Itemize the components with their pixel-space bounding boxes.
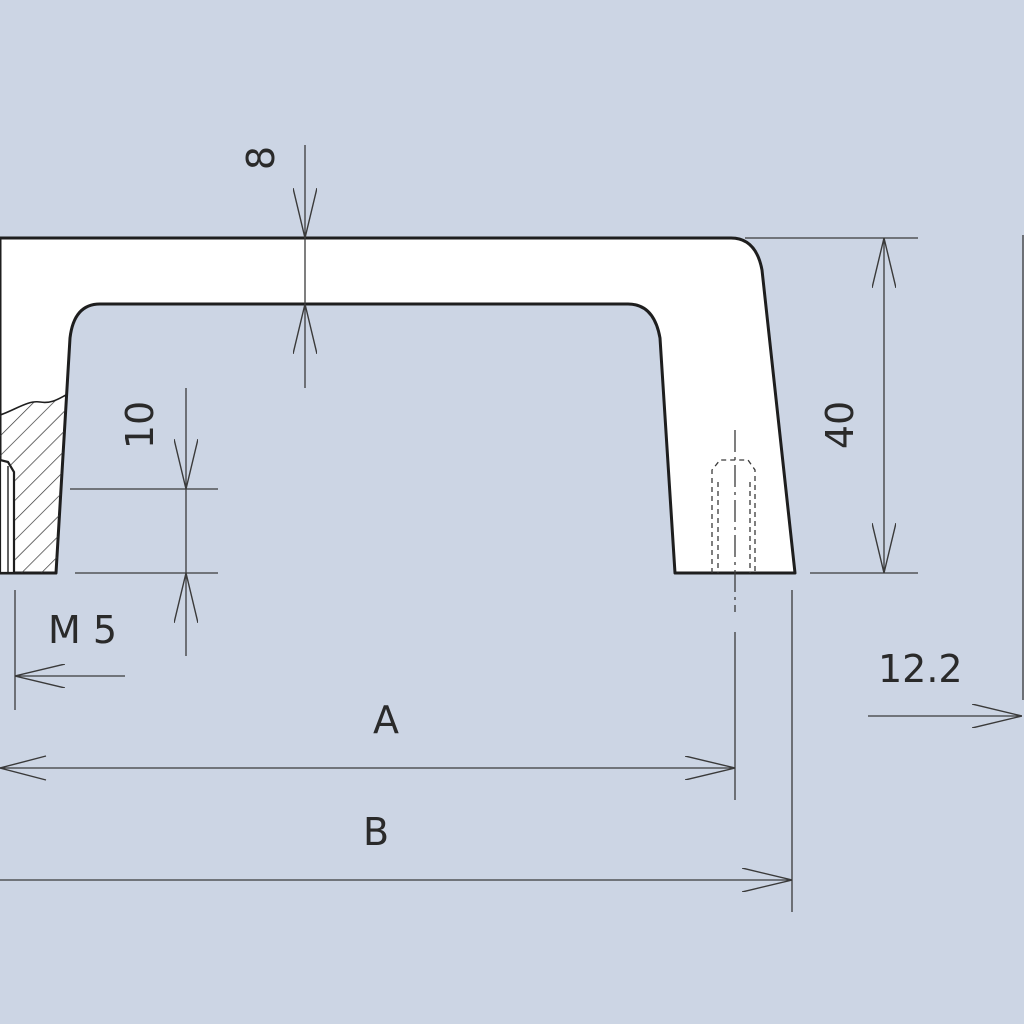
dim-a-left-arrow [0, 755, 47, 769]
dim-height-label: 40 [818, 401, 862, 449]
dim-thread-depth-label: 10 [118, 401, 162, 449]
dim-a-label: A [373, 698, 399, 742]
right-hidden-thread [711, 459, 756, 573]
dim-offset-label: 12.2 [878, 647, 963, 691]
dim-wall-thickness-label: 8 [239, 146, 283, 170]
section-break-line [0, 394, 67, 416]
dim-b-label: B [363, 810, 389, 854]
dim-thread-label: M 5 [48, 608, 117, 652]
handle-body [0, 236, 797, 575]
left-thread-bore [0, 458, 16, 575]
dim-a-left-arrow-lower [0, 767, 47, 781]
section-hatch [0, 395, 66, 573]
